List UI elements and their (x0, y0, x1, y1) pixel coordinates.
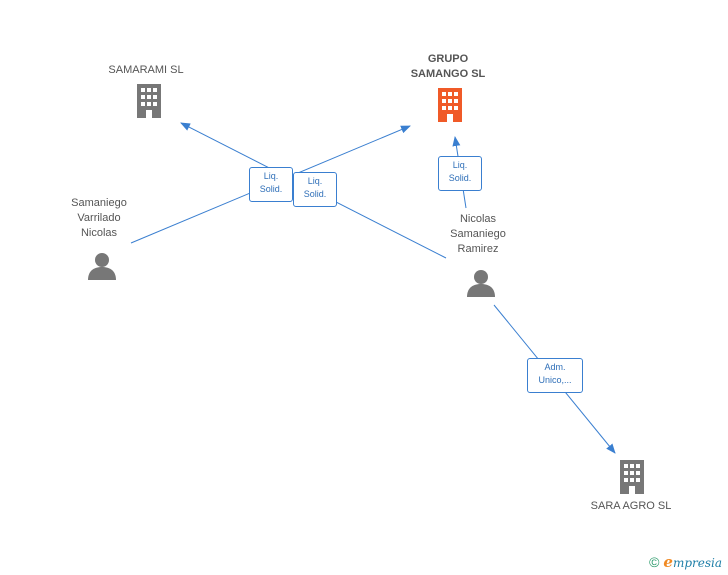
brand-logo[interactable]: empresia (663, 553, 722, 571)
node-label-line: SAMANGO SL (410, 68, 486, 80)
node-label-line: Ramirez (457, 243, 499, 255)
node-label-line: Samaniego (450, 228, 506, 240)
edge-label-line: Adm. (544, 362, 566, 372)
edge-label-adm-unico[interactable]: Adm. Unico,... (527, 358, 583, 393)
node-label-line: Nicolas (459, 213, 497, 225)
brand-logo-text: mpresia (672, 556, 722, 570)
edge-label-line: Solid. (259, 184, 283, 194)
edge-label-line: Unico,... (538, 375, 572, 385)
edge-label-liq-solid[interactable]: Liq. Solid. (293, 172, 337, 207)
building-icon[interactable] (617, 460, 647, 494)
node-label-line: Nicolas (80, 227, 118, 239)
node-label-line: Varrilado (77, 212, 121, 224)
footer-brand: ©empresia (649, 553, 722, 571)
person-icon[interactable] (466, 269, 496, 297)
person-icon[interactable] (87, 252, 117, 280)
edge-label-line: Solid. (448, 173, 472, 183)
brand-logo-initial: e (663, 553, 673, 571)
building-icon[interactable] (134, 84, 164, 118)
edge-label-line: Liq. (307, 176, 323, 186)
node-label-nicolas-samaniego: Nicolas Samaniego Ramirez (428, 212, 528, 257)
edge-label-liq-solid[interactable]: Liq. Solid. (249, 167, 293, 202)
node-label-sara-agro: SARA AGRO SL (590, 500, 672, 512)
edge-label-line: Liq. (452, 160, 468, 170)
node-label-line: GRUPO (427, 53, 469, 65)
copyright-icon: © (649, 554, 660, 570)
node-label-line: Samaniego (71, 197, 127, 209)
node-label-grupo-samango: GRUPO SAMANGO SL (398, 52, 498, 82)
edge-label-liq-solid[interactable]: Liq. Solid. (438, 156, 482, 191)
node-label-samaniego-varrilado: Samaniego Varrilado Nicolas (49, 196, 149, 241)
building-icon[interactable] (435, 88, 465, 122)
edge-label-line: Solid. (303, 189, 327, 199)
edge-label-line: Liq. (263, 171, 279, 181)
node-label-samarami: SAMARAMI SL (108, 64, 184, 76)
